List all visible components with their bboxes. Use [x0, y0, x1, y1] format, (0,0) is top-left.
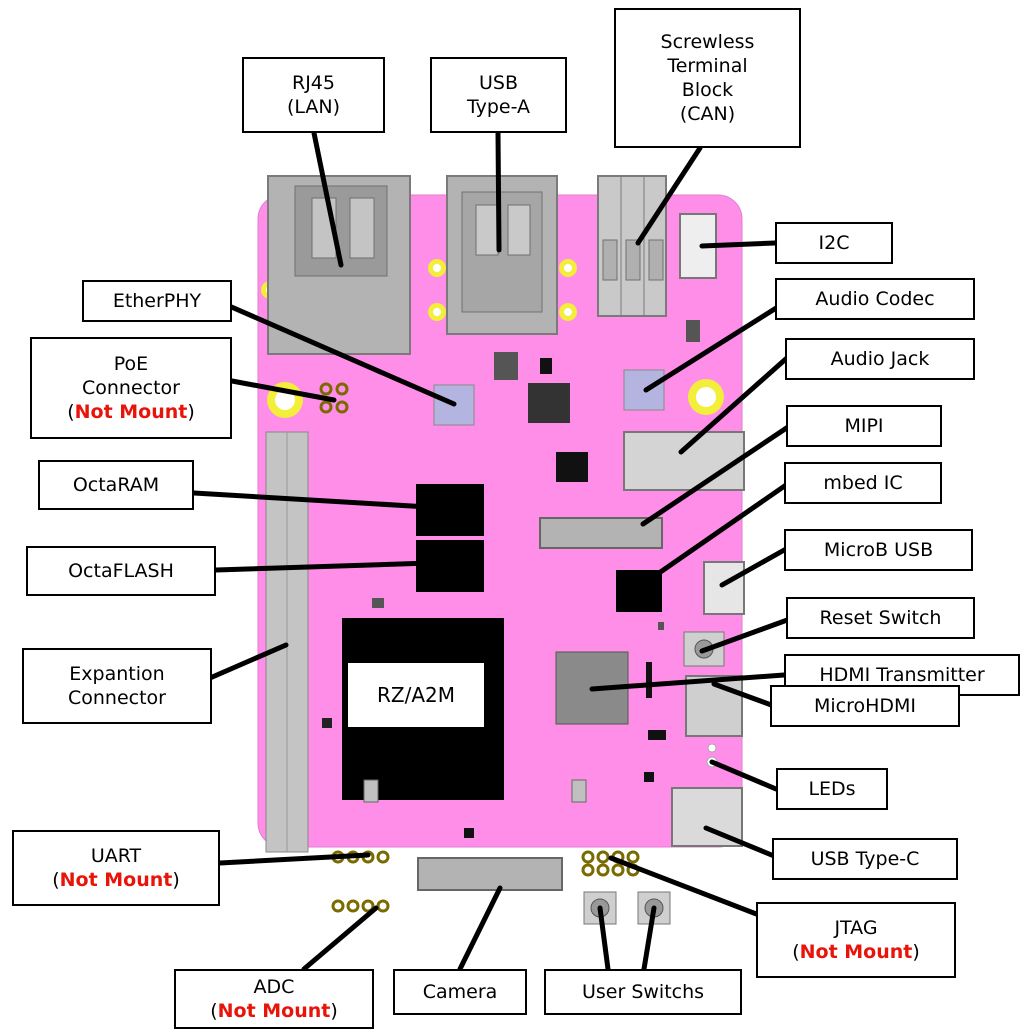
- camera-connector: [417, 857, 563, 891]
- label-mipi: MIPI: [786, 405, 942, 447]
- label-microhdmi: MicroHDMI: [770, 685, 960, 727]
- led: [707, 743, 717, 753]
- label-jtag: JTAG(Not Mount): [756, 902, 956, 978]
- label-adc: ADC(Not Mount): [174, 969, 374, 1029]
- small-ic: [646, 662, 652, 698]
- small-ic: [322, 718, 332, 728]
- label-user-switchs: User Switchs: [544, 969, 742, 1015]
- label-octaram: OctaRAM: [38, 460, 194, 510]
- small-ic: [571, 779, 587, 803]
- small-ic: [648, 730, 666, 740]
- small-ic: [556, 452, 588, 482]
- small-ic: [658, 622, 664, 630]
- label-reset-switch: Reset Switch: [786, 597, 975, 639]
- label-rj45: RJ45(LAN): [242, 57, 385, 133]
- poe-pads: [319, 382, 349, 414]
- microb-usb-part: [703, 561, 745, 615]
- usb-a-connector: [446, 175, 558, 335]
- small-ic: [686, 320, 700, 342]
- label-audio-jack: Audio Jack: [785, 338, 975, 380]
- small-ic: [363, 779, 379, 803]
- label-octaflash: OctaFLASH: [26, 546, 216, 596]
- small-ic: [494, 352, 518, 380]
- label-microb-usb: MicroB USB: [784, 529, 973, 571]
- small-ic: [540, 358, 552, 374]
- label-i2c: I2C: [775, 222, 893, 264]
- audio-jack-part: [623, 431, 745, 491]
- audio-codec-chip: [623, 369, 665, 411]
- label-audio-codec: Audio Codec: [775, 278, 975, 320]
- adc-pads: [331, 899, 390, 913]
- small-ic: [528, 383, 570, 423]
- small-ic: [644, 772, 654, 782]
- label-leds: LEDs: [776, 768, 888, 810]
- label-mbed-ic: mbed IC: [784, 462, 942, 504]
- label-camera: Camera: [393, 969, 527, 1015]
- terminal-block: [597, 175, 667, 317]
- rz-a2m-label: RZ/A2M: [348, 663, 484, 727]
- label-usb-type-c: USB Type-C: [772, 838, 958, 880]
- leader-lines: [191, 130, 795, 972]
- label-etherphy: EtherPHY: [82, 280, 232, 322]
- label-uart: UART(Not Mount): [12, 830, 220, 906]
- small-ic: [372, 598, 384, 608]
- octaflash-chip: [416, 540, 484, 592]
- small-ic: [464, 828, 474, 838]
- expansion-header: [265, 431, 309, 853]
- octaram-chip: [416, 484, 484, 536]
